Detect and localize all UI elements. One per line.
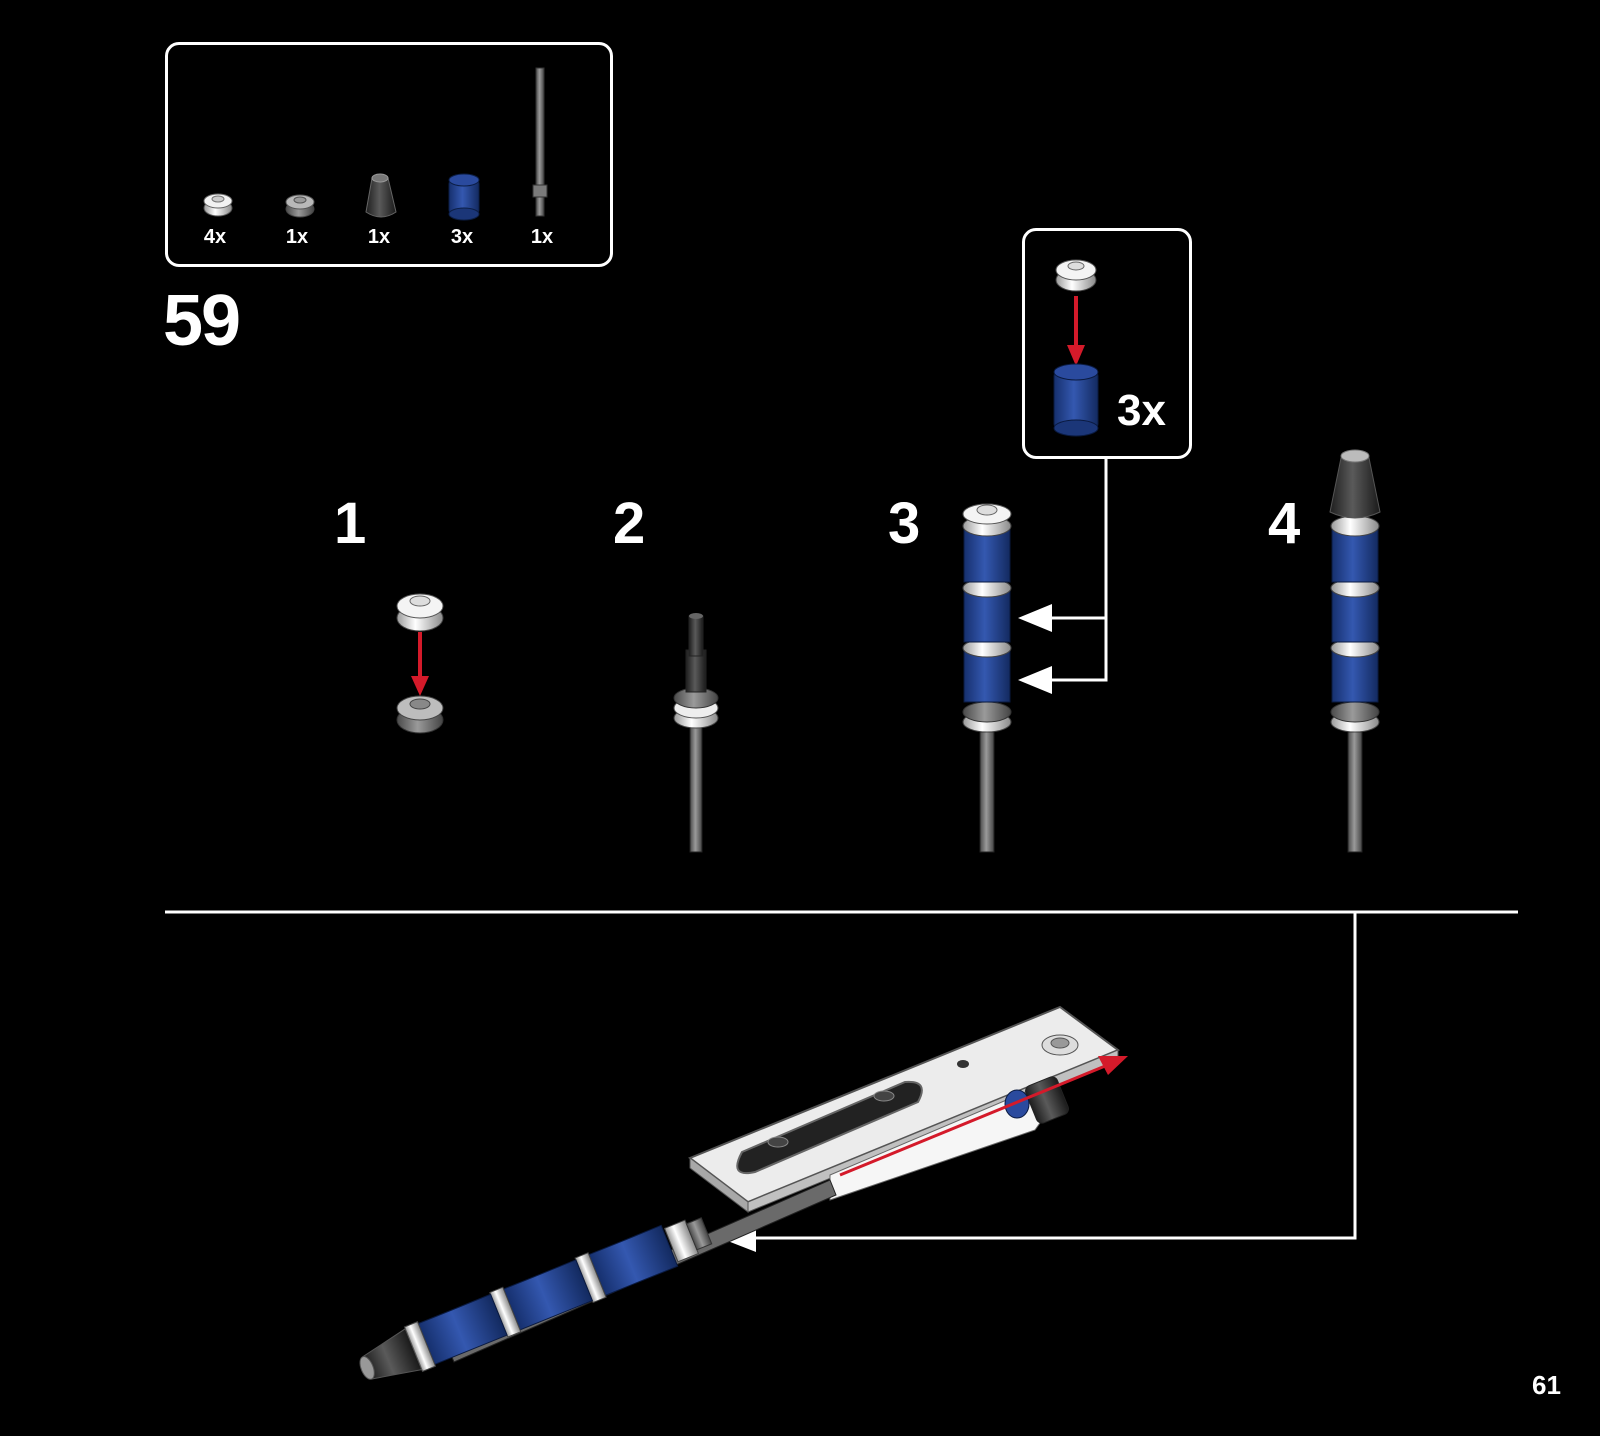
part-dark-gray-cone-icon [366,174,396,217]
part-light-gray-round-plate-icon [286,195,314,217]
final-assembly-illustration [353,1007,1128,1392]
substep-4-illustration [1330,450,1380,852]
part-blue-round-brick-icon [449,174,479,220]
substep-1-illustration [397,594,443,733]
substep-3-illustration [963,504,1011,852]
callout-illustration [1054,260,1098,436]
callout-leader-arrows [1040,459,1106,680]
callout-arrow-1 [1018,604,1052,632]
substep-2-illustration [674,613,718,852]
callout-arrow-2 [1018,666,1052,694]
part-gray-bar-icon [533,68,547,216]
part-white-round-plate-icon [204,194,232,216]
